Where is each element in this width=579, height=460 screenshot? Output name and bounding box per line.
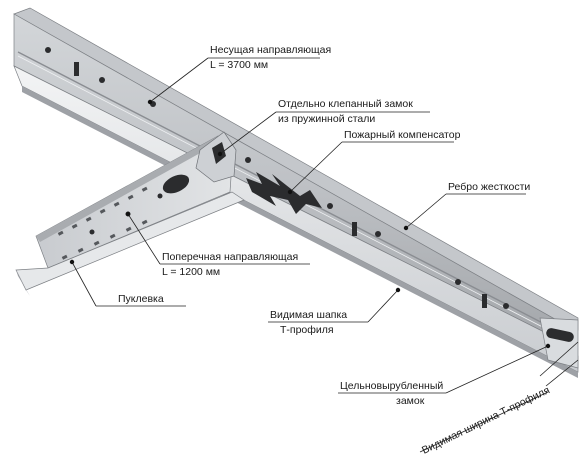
main-runner-holes	[45, 47, 509, 309]
label-visible-width: Видимая ширина Т-профиля	[420, 384, 552, 456]
label-main-runner-length: L = 3700 мм	[210, 59, 268, 71]
slot-hole	[352, 222, 357, 236]
label-fire-compensator: Пожарный компенсатор	[344, 129, 461, 141]
label-stiffening-rib: Ребро жесткости	[448, 181, 530, 193]
punched-lock	[539, 317, 579, 369]
main-runner-web	[13, 13, 561, 341]
web-hole	[45, 47, 51, 53]
label-punched-lock-line1: Цельновырубленный	[340, 380, 443, 392]
label-visible-cap-line2: Т-профиля	[280, 324, 334, 336]
web-hole	[503, 303, 509, 309]
leader-lines	[69, 57, 579, 453]
cross-runner	[15, 131, 245, 296]
label-puklevka: Пуклевка	[118, 293, 164, 305]
label-riveted-lock-line2: из пружинной стали	[278, 113, 375, 125]
cross-runner-cutout	[162, 174, 190, 194]
fire-compensator-cutout	[246, 172, 322, 214]
label-visible-cap-line1: Видимая шапка	[270, 309, 347, 321]
label-punched-lock-line2: замок	[396, 395, 425, 407]
slot-hole	[482, 294, 487, 308]
web-hole	[99, 77, 105, 83]
puklevka-row	[57, 186, 148, 260]
main-runner-bulb	[13, 7, 579, 331]
web-hole	[375, 231, 381, 237]
web-hole	[245, 157, 251, 163]
web-hole	[327, 203, 333, 209]
web-hole	[455, 279, 461, 285]
label-main-runner: Несущая направляющая	[210, 44, 331, 56]
slot-hole	[74, 62, 79, 76]
label-cross-runner-length: L = 1200 мм	[162, 266, 220, 278]
label-riveted-lock-line1: Отдельно клепанный замок	[278, 98, 413, 110]
label-cross-runner: Поперечная направляющая	[162, 251, 298, 263]
